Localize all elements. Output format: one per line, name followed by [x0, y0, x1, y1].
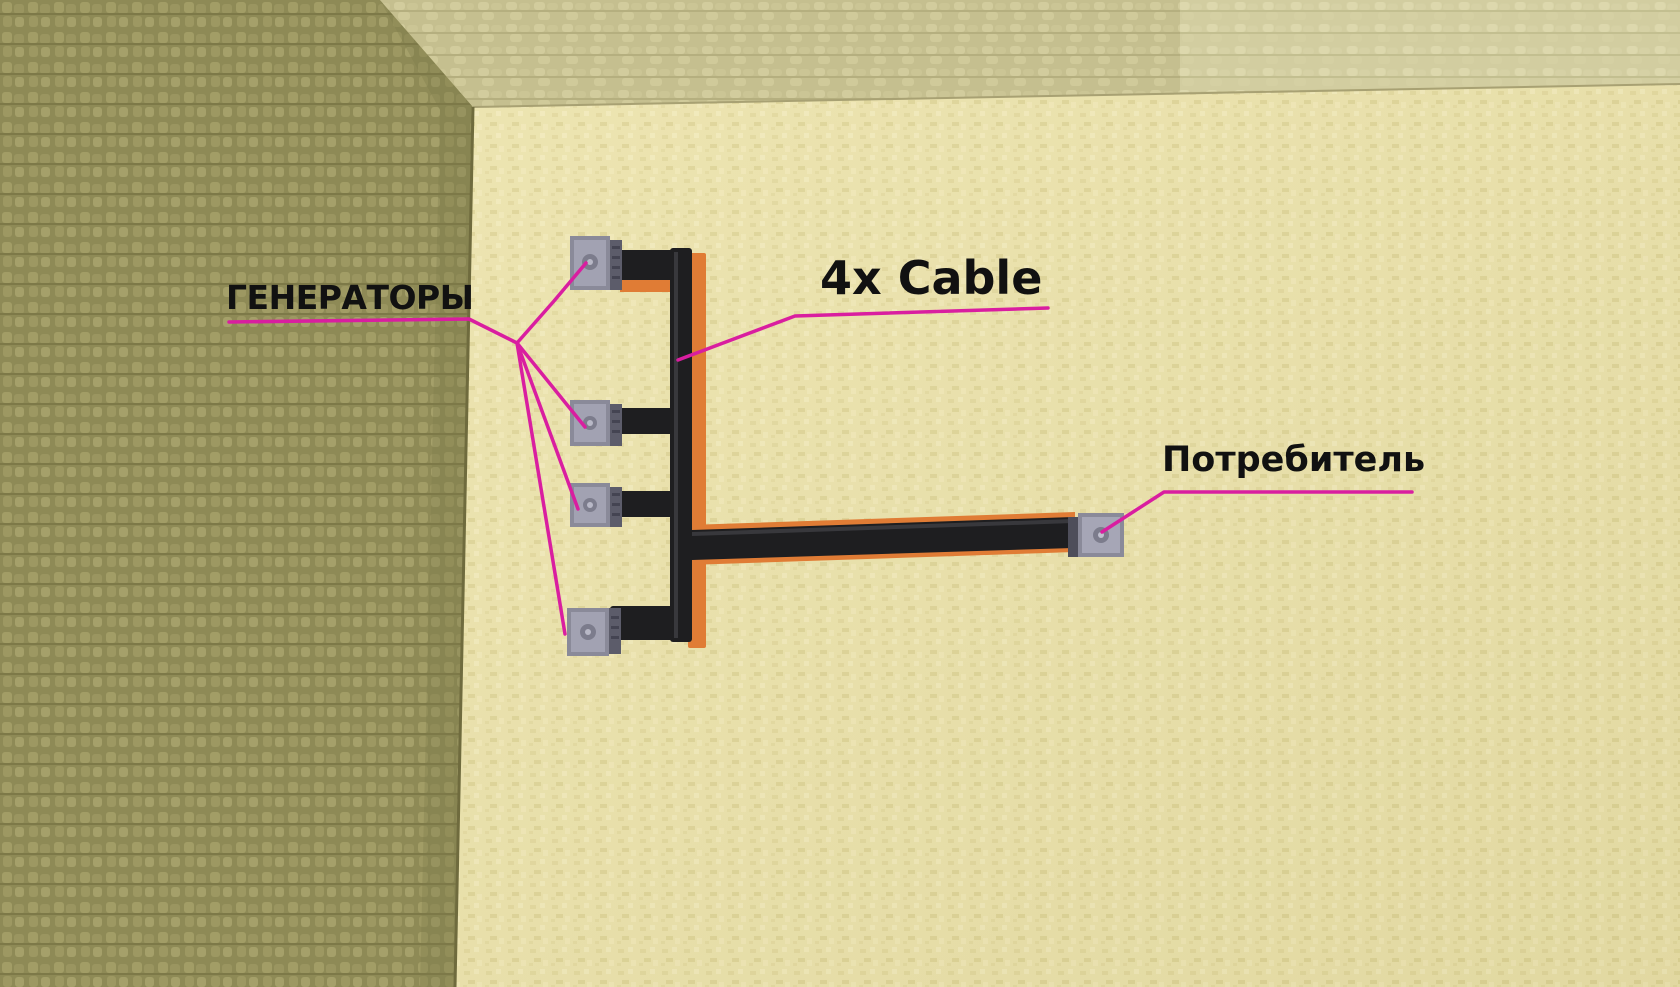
generator-block-icon: [567, 608, 621, 656]
left-wall: [0, 0, 473, 987]
cable-pointer-line: [676, 306, 1050, 362]
generators-pointer-line: [515, 341, 587, 429]
generator-block-icon: [570, 236, 622, 290]
generators-pointer-line: [515, 341, 567, 636]
generators-group: [567, 236, 622, 656]
annotation-lines: [227, 261, 1414, 636]
top-wall: [380, 0, 1680, 107]
consumer-label: Потребитель: [1162, 440, 1426, 480]
consumer-block-icon: [1068, 513, 1124, 557]
generators-pointer-line: [515, 341, 580, 511]
generators-label: ГЕНЕРАТОРЫ: [226, 278, 474, 317]
generator-block-icon: [570, 400, 622, 446]
cable-label: 4x Cable: [820, 251, 1043, 305]
consumer-pointer-line: [1100, 490, 1414, 534]
cable-highlight: [674, 252, 1073, 638]
cable-core: [610, 248, 1073, 642]
